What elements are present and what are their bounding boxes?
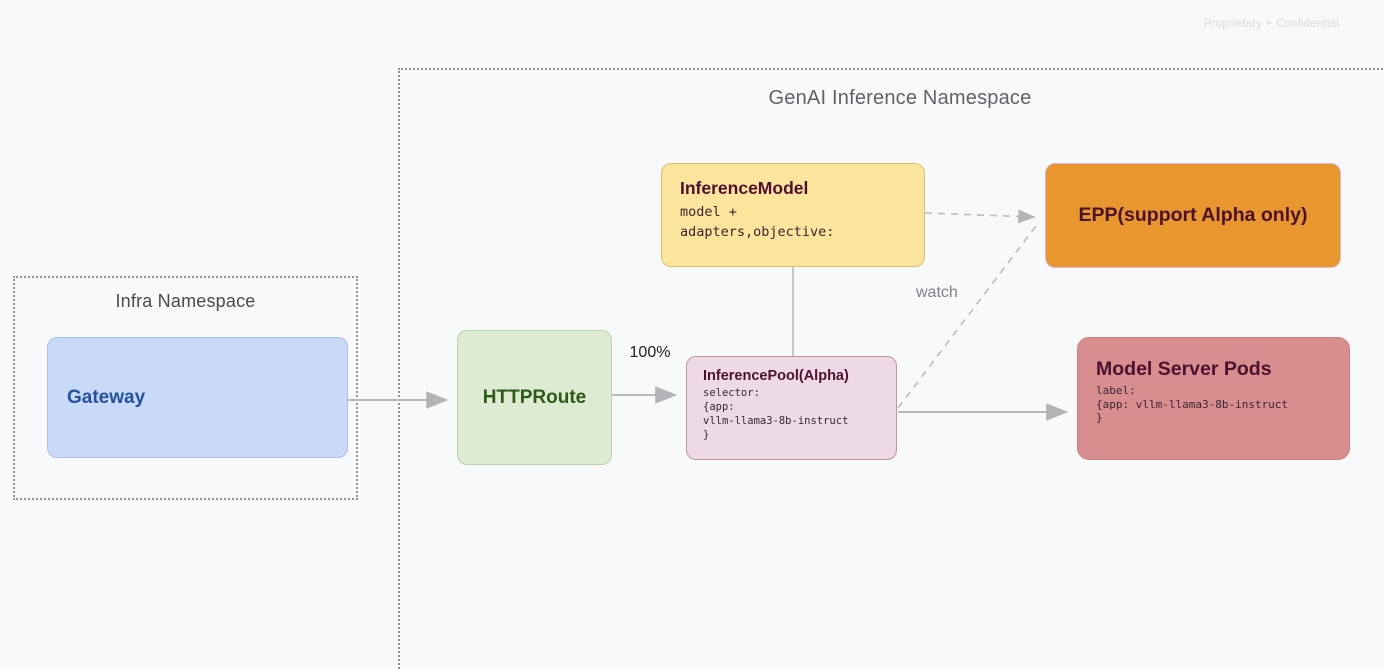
epp-node-title: EPP(support Alpha only) (1078, 204, 1308, 226)
confidentiality-notice: Proprietary + Confidential (1203, 18, 1339, 30)
httproute-node: HTTPRoute (457, 330, 612, 465)
infra-namespace-boundary (13, 276, 358, 500)
watch-label: watch (916, 284, 958, 301)
traffic-percent-label: 100% (629, 344, 671, 361)
genai-namespace-boundary (398, 68, 1383, 669)
inference-model-node-spec: model + adapters,objective: (680, 204, 835, 240)
epp-node: EPP(support Alpha only) (1045, 163, 1341, 268)
inference-pool-node-selector: selector: {app: vllm-llama3-8b-instruct … (703, 387, 849, 441)
inference-model-node-title: InferenceModel (680, 178, 809, 198)
gateway-node: Gateway (47, 337, 348, 458)
inference-model-node: InferenceModel model + adapters,objectiv… (661, 163, 925, 267)
genai-namespace-title: GenAI Inference Namespace (768, 87, 1032, 109)
gateway-node-title: Gateway (67, 386, 146, 408)
model-server-pods-node-label: label: {app: vllm-llama3-8b-instruct } (1096, 384, 1289, 424)
slide-right-margin (1383, 0, 1390, 669)
inference-pool-node: InferencePool(Alpha) selector: {app: vll… (686, 356, 897, 460)
model-server-pods-node-title: Model Server Pods (1096, 358, 1272, 380)
infra-namespace-title: Infra Namespace (115, 291, 256, 311)
model-server-pods-node: Model Server Pods label: {app: vllm-llam… (1077, 337, 1350, 460)
inference-pool-node-title: InferencePool(Alpha) (703, 368, 849, 384)
httproute-node-title: HTTPRoute (482, 386, 587, 408)
